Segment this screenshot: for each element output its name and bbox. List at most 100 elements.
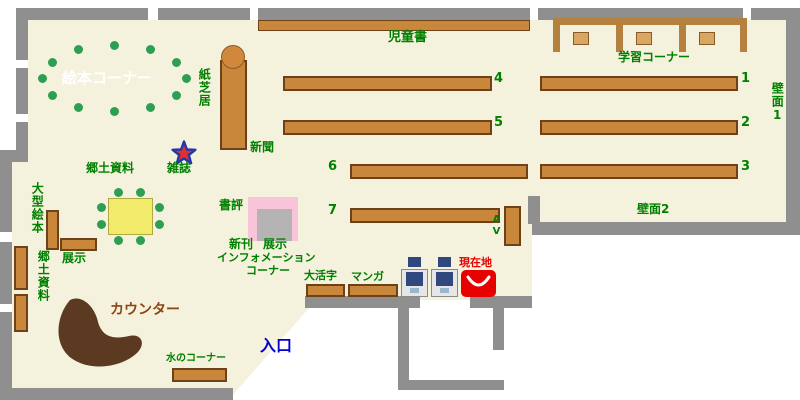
chair-dot (48, 91, 57, 100)
label-kamishibai: 紙芝居 (197, 68, 212, 107)
vestibule-wall (493, 305, 504, 350)
shelf-number-4: 4 (494, 71, 504, 86)
local-materials-shelf (14, 294, 28, 332)
carrel-chair (573, 32, 589, 45)
shelf-number-5: 5 (494, 115, 504, 130)
shelf-number-7: 7 (328, 203, 338, 218)
magazine-star-icon (171, 140, 197, 165)
current-location-arc (466, 275, 491, 287)
chair-dot (146, 45, 155, 54)
bookshelf-3 (540, 164, 738, 179)
opac-slot (440, 288, 449, 293)
vestibule-wall (398, 380, 504, 390)
round-table (221, 45, 245, 69)
shelf-number-6: 6 (328, 159, 338, 174)
chair-dot (97, 203, 106, 212)
chair-dot (136, 236, 145, 245)
wall (16, 122, 28, 154)
label-large-picture-books: 大型絵本 (30, 182, 45, 234)
local-materials-shelf (14, 246, 28, 290)
large-picture-book-shelf (46, 210, 59, 250)
chair-dot (172, 91, 181, 100)
wall (258, 8, 530, 20)
chair-dot (110, 107, 119, 116)
wall (158, 8, 250, 20)
label-information-1: インフォメーション (217, 251, 316, 264)
chair-dot (74, 103, 83, 112)
label-children-books: 児童書 (388, 30, 428, 45)
opac-screen (406, 272, 423, 286)
label-picture-book-corner: 絵本コーナー (62, 69, 153, 87)
label-entrance: 入口 (260, 336, 293, 355)
wall (0, 312, 12, 392)
label-wall-face-1: 壁面1 (770, 82, 785, 123)
wall (786, 8, 800, 235)
label-display-left: 展示 (62, 251, 87, 265)
chair-dot (114, 188, 123, 197)
opac-terminal (431, 269, 458, 297)
chair-dot (182, 74, 191, 83)
chair-dot (155, 203, 164, 212)
wall (528, 196, 540, 224)
label-local-materials-upper: 郷土資料 (86, 161, 135, 175)
display-shelf-left (60, 238, 97, 251)
bookshelf-kamishibai-newspaper (220, 60, 247, 150)
opac-screen (436, 272, 453, 286)
study-carrel-divider (616, 18, 623, 52)
bookshelf-7 (350, 208, 500, 223)
label-water-corner: 水のコーナー (166, 353, 226, 364)
chair-dot (146, 103, 155, 112)
wall (532, 222, 786, 235)
study-carrel-divider (553, 18, 560, 52)
label-book-reviews: 書評 (219, 198, 244, 212)
label-magazines: 雑誌 (167, 161, 192, 175)
chair-dot (48, 58, 57, 67)
label-manga: マンガ (351, 270, 384, 283)
label-counter: カウンター (110, 302, 180, 318)
shelf-number-2: 2 (741, 115, 751, 130)
bookshelf-4 (283, 76, 492, 91)
shelf-number-3: 3 (741, 159, 751, 174)
carrel-chair (636, 32, 652, 45)
counter-desk (58, 298, 142, 367)
study-carrel-divider (679, 18, 686, 52)
label-local-materials-left: 郷土資料 (36, 250, 51, 302)
wall (0, 150, 28, 162)
wall (470, 296, 532, 308)
bookshelf-1 (540, 76, 738, 91)
label-study-corner: 学習コーナー (618, 50, 691, 64)
bookshelf-2 (540, 120, 738, 135)
manga-shelf (348, 284, 398, 297)
chair-dot (136, 188, 145, 197)
label-display-center: 展示 (263, 237, 288, 251)
label-new-books: 新刊 (229, 237, 254, 251)
bookshelf-6 (350, 164, 528, 179)
wall (0, 388, 233, 400)
label-current-location: 現在地 (459, 256, 492, 269)
chair-dot (38, 74, 47, 83)
chair-dot (172, 58, 181, 67)
label-av: AV (491, 214, 502, 238)
wall (305, 296, 420, 308)
bookshelf-top-wall (258, 20, 530, 31)
label-large-print: 大活字 (304, 269, 337, 282)
wall (16, 68, 28, 114)
bookshelf-5 (283, 120, 492, 135)
wall (28, 8, 148, 20)
chair-dot (114, 236, 123, 245)
opac-chair (438, 257, 451, 267)
label-information-2: コーナー (246, 264, 290, 277)
reading-table (108, 198, 153, 235)
wall (16, 8, 28, 60)
current-location-icon (461, 270, 496, 297)
shelf-number-1: 1 (741, 71, 751, 86)
study-carrel-divider (740, 18, 747, 52)
label-newspaper: 新聞 (250, 140, 275, 154)
vestibule-wall (398, 305, 409, 390)
study-carrel-desk (553, 18, 747, 25)
water-corner-shelf (172, 368, 227, 382)
chair-dot (97, 220, 106, 229)
av-shelf (504, 206, 521, 246)
carrel-chair (699, 32, 715, 45)
